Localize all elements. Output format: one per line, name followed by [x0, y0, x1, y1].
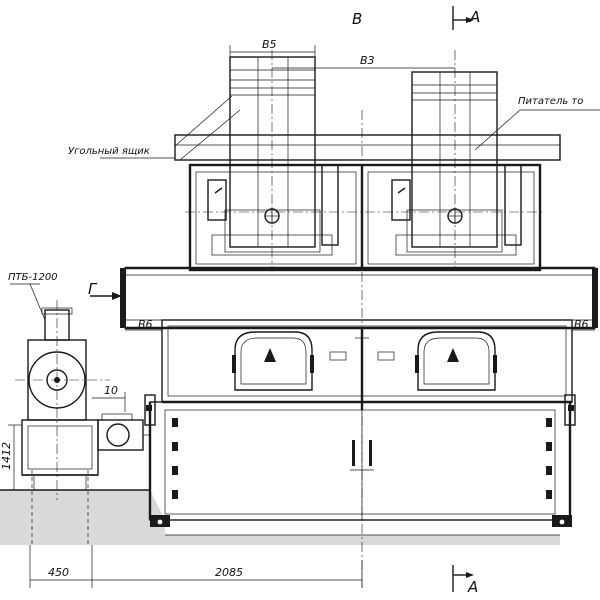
- dim-10: 10: [92, 384, 126, 412]
- arrow-g-label: Г: [88, 280, 98, 298]
- lower-housing: [144, 394, 576, 527]
- dim-2085-value: 2085: [215, 566, 243, 579]
- dim-b6-right: В6: [572, 318, 595, 331]
- nameplates: [329, 337, 395, 361]
- dim-10-value: 10: [104, 384, 118, 397]
- dim-450-value: 450: [48, 566, 69, 579]
- dim-vertical-value: 1412: [0, 442, 13, 470]
- section-label-bottom: А: [467, 578, 478, 596]
- middle-beam: [120, 266, 598, 330]
- feeder-label: Питатель то: [518, 96, 583, 107]
- feeder-table: [174, 134, 561, 161]
- section-mark-bottom: А: [452, 565, 478, 596]
- dim-b5-value: В5: [262, 38, 277, 51]
- section-label-top: А: [469, 8, 480, 26]
- dim-450: 450: [29, 545, 93, 588]
- view-label: В: [352, 10, 362, 28]
- hatch-left: [232, 331, 314, 391]
- hatch-right: [415, 331, 497, 391]
- mill-casing: [161, 319, 573, 410]
- ground-hatch: [0, 489, 570, 545]
- section-mark-top: А: [452, 6, 480, 30]
- dim-vertical: 1412: [0, 424, 22, 491]
- dim-b6-right-value: В6: [574, 318, 589, 331]
- ptb-feeder: [21, 307, 150, 545]
- dim-b6-left: В6: [125, 318, 162, 331]
- coal-box-label: Угольный ящик: [68, 146, 150, 157]
- dim-2085: 2085: [92, 560, 363, 588]
- dim-b3-value: В3: [360, 54, 375, 67]
- dim-b3: В3: [272, 54, 455, 69]
- leader-coal-box: Угольный ящик: [68, 95, 241, 161]
- coal-box-right: [406, 71, 503, 253]
- leader-feeder: Питатель то: [474, 96, 600, 151]
- dim-b5: В5: [229, 38, 316, 60]
- ptb-label: ПТБ-1200: [8, 272, 58, 283]
- dim-b6-left-value: В6: [138, 318, 153, 331]
- arrow-g: Г: [88, 280, 122, 300]
- feeder-frame: [188, 163, 542, 272]
- leader-ptb: ПТБ-1200: [8, 272, 58, 321]
- coal-box-left: [224, 56, 321, 253]
